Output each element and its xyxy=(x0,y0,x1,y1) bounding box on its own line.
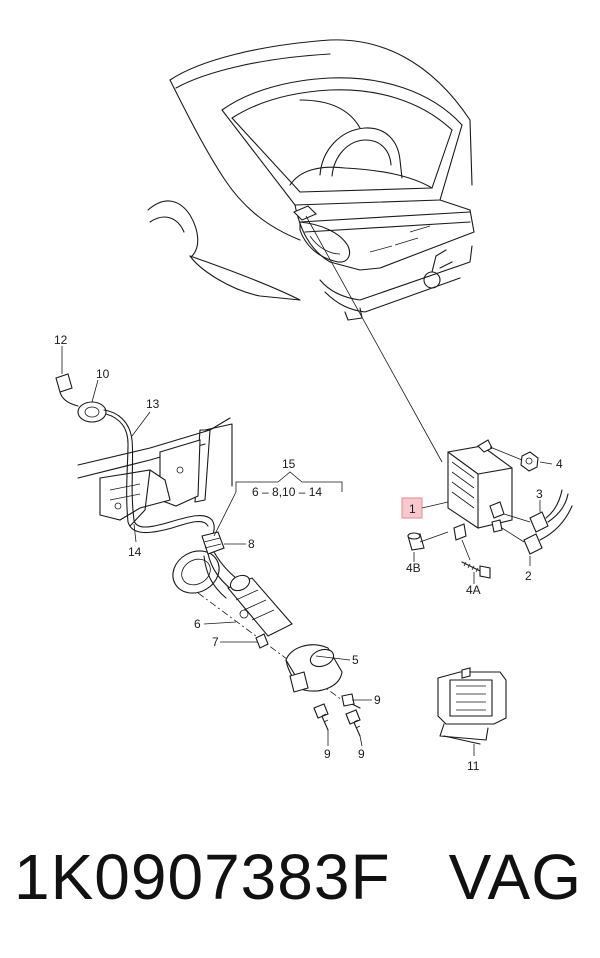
leader-lines xyxy=(61,346,372,747)
callout-4a: 4A xyxy=(466,583,481,597)
callout-11: 11 xyxy=(467,759,480,773)
screw-part-4a xyxy=(461,539,491,584)
callout-9b: 9 xyxy=(324,747,331,761)
group-bracket-15 xyxy=(213,471,343,537)
callout-6: 6 xyxy=(194,617,201,631)
callout-4b: 4B xyxy=(406,561,421,575)
callout-10: 10 xyxy=(96,367,110,381)
bracket-assembly xyxy=(77,417,233,527)
bracket-part-11 xyxy=(437,667,507,756)
callout-4: 4 xyxy=(556,457,563,471)
trailer-control-module xyxy=(447,439,523,541)
callout-2: 2 xyxy=(525,569,532,583)
car-rear-illustration xyxy=(147,39,475,321)
callout-labels: 1 2 3 4 4A 4B 5 6 7 8 9 9 9 10 11 12 13 … xyxy=(54,333,563,773)
part-number: 1K0907383F xyxy=(14,841,391,913)
callout-9c: 9 xyxy=(358,747,365,761)
cable-harness xyxy=(55,373,215,541)
connector-part-2 xyxy=(501,505,573,566)
callout-8: 8 xyxy=(248,537,255,551)
part-caption: 1K0907383F VAG xyxy=(0,832,600,922)
callout-5: 5 xyxy=(352,653,359,667)
trailer-socket-assembly xyxy=(172,531,361,737)
callout-9a: 9 xyxy=(374,693,381,707)
brand-name: VAG xyxy=(448,841,582,913)
nut-part-4 xyxy=(520,451,553,472)
callout-14: 14 xyxy=(128,545,142,559)
callout-1: 1 xyxy=(409,502,416,516)
callout-3: 3 xyxy=(536,487,543,501)
callout-15: 15 xyxy=(282,457,296,471)
callout-12: 12 xyxy=(54,333,68,347)
leader-line-module xyxy=(305,215,443,463)
bolt-part-4b xyxy=(407,531,449,562)
callout-7: 7 xyxy=(212,635,219,649)
callout-15-range: 6 – 8,10 – 14 xyxy=(252,485,322,499)
connector-part-3 xyxy=(503,489,569,533)
callout-13: 13 xyxy=(146,397,160,411)
